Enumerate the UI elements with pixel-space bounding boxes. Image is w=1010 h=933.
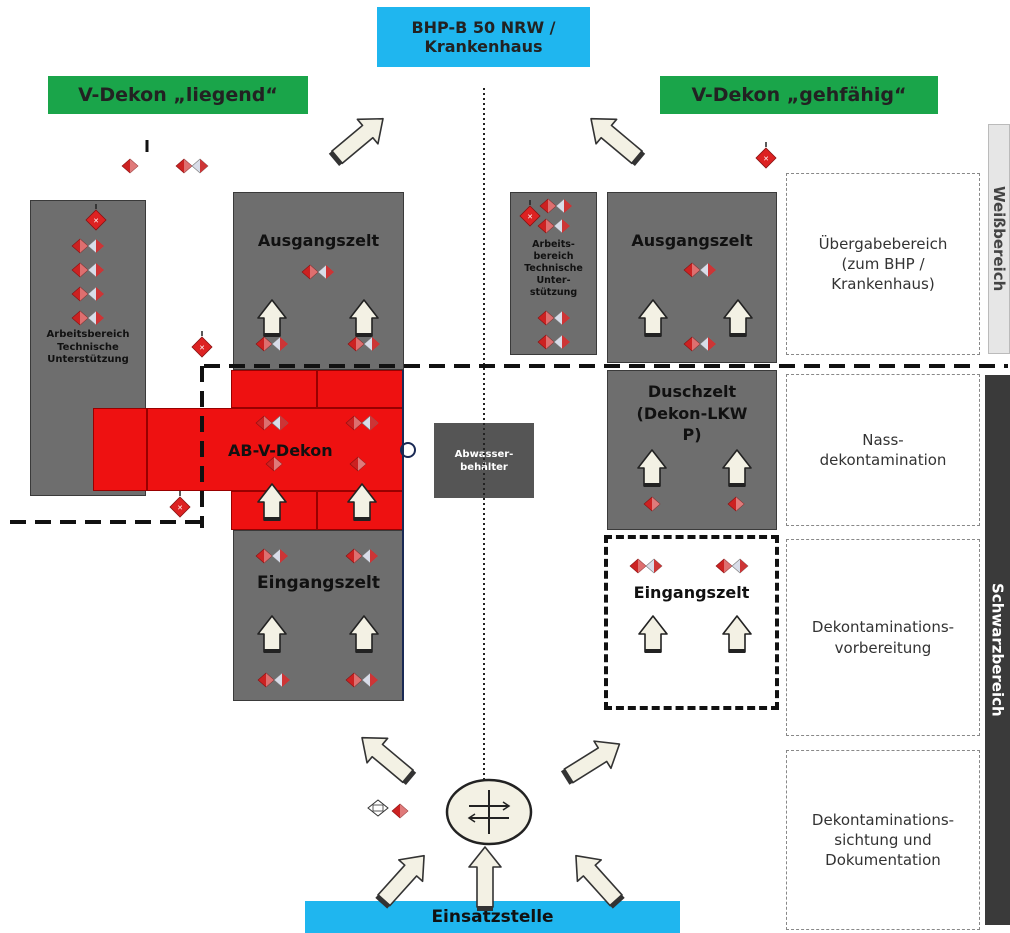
shower-tent: Duschzelt (Dekon-LKW P) xyxy=(607,370,777,530)
right-header: V-Dekon „gehfähig“ xyxy=(660,76,938,114)
red-block-main: AB-V-Dekon xyxy=(147,408,404,491)
left-exit-tent-label: Ausgangszelt xyxy=(257,231,380,250)
red-block-top-left xyxy=(231,370,317,408)
arrow-to-right-header xyxy=(579,105,652,173)
vehicle-icon xyxy=(367,799,389,817)
right-entry-tent: Eingangszelt xyxy=(604,535,779,710)
zone-decon-screening: Dekontaminations- sichtung und Dokumenta… xyxy=(786,750,980,930)
right-work-area-label: Arbeits- bereich Technische Unter- stütz… xyxy=(524,239,583,298)
top-banner-line1: BHP-B 50 NRW / xyxy=(411,17,556,37)
top-banner-line2: Krankenhaus xyxy=(424,37,543,56)
right-exit-tent: Ausgangszelt xyxy=(607,192,777,363)
personnel-symbol xyxy=(391,803,409,819)
arrow-to-right-entry xyxy=(555,729,629,793)
white-area-label: Weißbereich xyxy=(990,186,1008,292)
red-block-top-right xyxy=(317,370,404,408)
waste-container-label: Abwasser- behälter xyxy=(454,448,514,473)
right-entry-tent-label: Eingangszelt xyxy=(633,583,750,602)
personnel-symbol xyxy=(169,490,191,518)
red-block-bottom-left xyxy=(231,491,317,530)
left-header: V-Dekon „liegend“ xyxy=(48,76,308,114)
white-area-bar: Weißbereich xyxy=(988,124,1010,354)
black-area-bar: Schwarzbereich xyxy=(985,375,1010,925)
right-exit-tent-label: Ausgangszelt xyxy=(631,231,753,250)
left-exit-tent: Ausgangszelt xyxy=(233,192,404,370)
left-work-area-label: Arbeitsbereich Technische Unterstützung xyxy=(46,329,130,365)
top-banner: BHP-B 50 NRW / Krankenhaus xyxy=(377,7,590,67)
left-entry-tent: Eingangszelt xyxy=(233,530,404,701)
personnel-symbol xyxy=(175,158,209,174)
bottom-banner: Einsatzstelle xyxy=(305,901,680,933)
zone-transfer: Übergabebereich (zum BHP / Krankenhaus) xyxy=(786,173,980,355)
personnel-symbol xyxy=(755,141,777,169)
personnel-symbol xyxy=(121,158,139,174)
command-post-icon xyxy=(445,778,533,846)
waste-container: Abwasser- behälter xyxy=(434,423,534,498)
shower-tent-label: Duschzelt (Dekon-LKW P) xyxy=(636,382,748,445)
red-block-bottom-right xyxy=(317,491,404,530)
arrow-to-left-header xyxy=(322,105,395,173)
red-block-left-small xyxy=(93,408,147,491)
black-area-label: Schwarzbereich xyxy=(988,583,1007,717)
personnel-symbol xyxy=(191,330,213,358)
red-area-label: AB-V-Dekon xyxy=(228,441,333,460)
right-work-area: Arbeits- bereich Technische Unter- stütz… xyxy=(510,192,597,355)
arrow-to-left-entry xyxy=(350,724,423,792)
left-entry-tent-label: Eingangszelt xyxy=(257,573,380,593)
zone-wet-decon: Nass- dekontamination xyxy=(786,374,980,526)
zone-decon-prep: Dekontaminations- vorbereitung xyxy=(786,539,980,736)
